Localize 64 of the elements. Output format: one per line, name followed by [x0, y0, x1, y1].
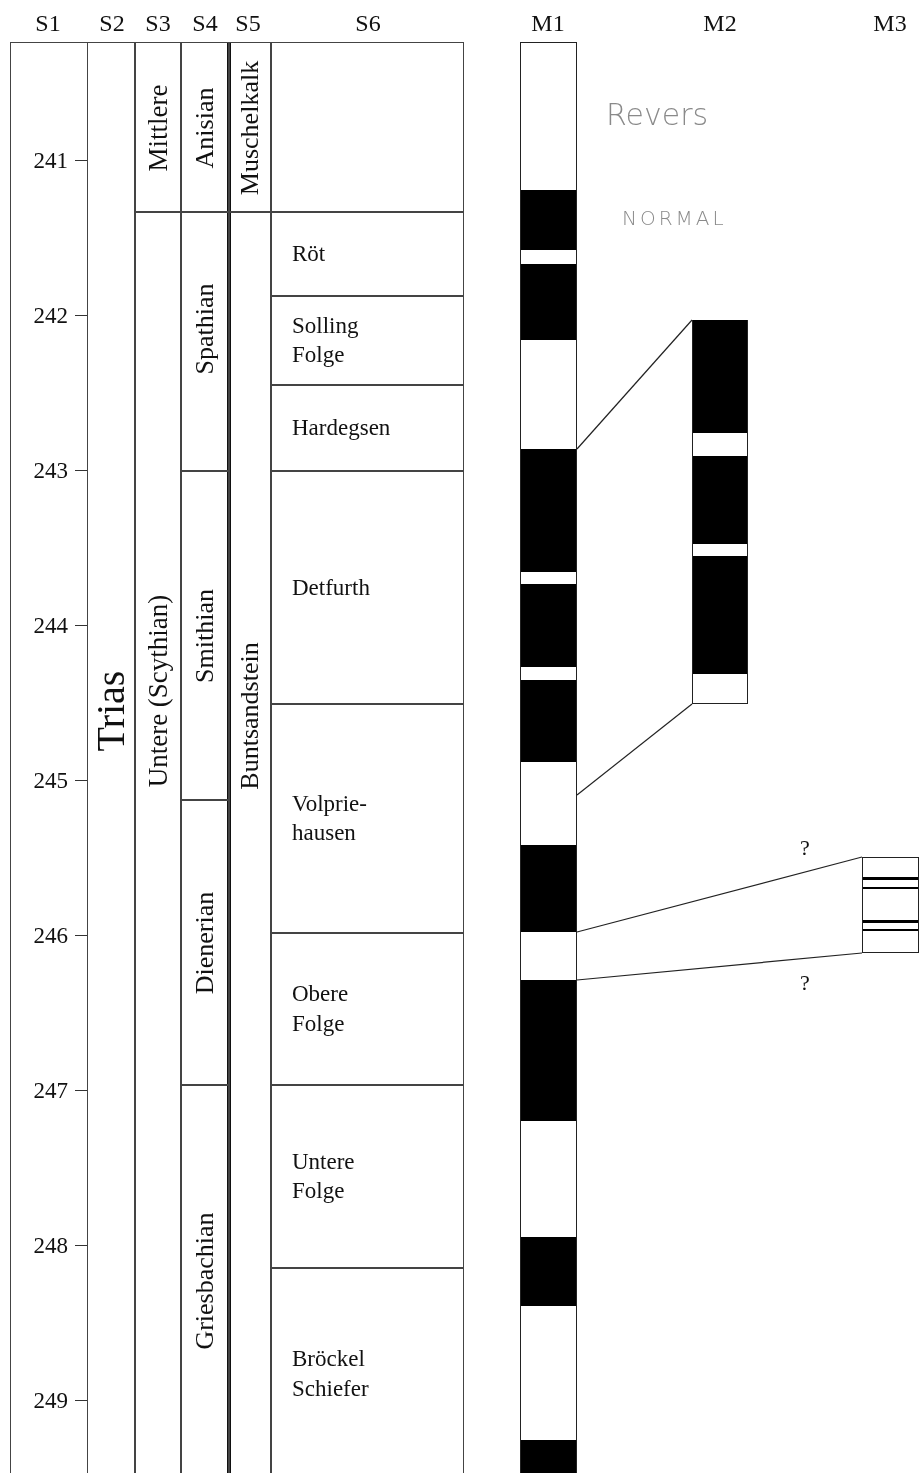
stratigraphic-cell [181, 42, 229, 212]
stratigraphic-cell [135, 42, 181, 212]
stratigraphic-cell [181, 1085, 229, 1473]
stratigraphic-cell [181, 212, 229, 471]
unit-label: Volprie- hausen [292, 789, 367, 848]
stratigraphic-cell [135, 212, 181, 1473]
stratigraphic-cell [271, 471, 464, 704]
stratigraphic-cell [271, 1268, 464, 1473]
handwritten-note: Revers [606, 100, 709, 130]
column-header: M1 [531, 11, 565, 35]
stratigraphic-cell [181, 800, 229, 1085]
stratigraphic-cell [271, 296, 464, 385]
unit-label: Buntsandstein [237, 642, 263, 790]
unit-label: Griesbachian [192, 1212, 218, 1350]
age-label: 248 [33, 1234, 68, 1257]
column-header: S5 [235, 11, 261, 35]
stratigraphic-cell [181, 471, 229, 800]
stratigraphic-cell [271, 933, 464, 1085]
unit-label: Trias [91, 670, 131, 752]
age-label: 249 [33, 1389, 68, 1412]
column-header: M2 [703, 11, 737, 35]
column-header: S4 [192, 11, 218, 35]
polarity-column [862, 857, 919, 953]
unit-label: Solling Folge [292, 311, 359, 370]
age-label: 247 [33, 1079, 68, 1102]
stratigraphic-cell [271, 704, 464, 933]
unit-label: Anisian [192, 87, 218, 169]
correlation-line [576, 856, 863, 933]
polarity-column [520, 42, 577, 1473]
stratigraphic-cell [229, 42, 271, 212]
unit-label: Detfurth [292, 573, 370, 602]
unit-label: Obere Folge [292, 980, 349, 1038]
stratigraphic-cell [271, 42, 464, 212]
unit-label: Hardegsen [292, 414, 391, 443]
unit-label: Mittlere [144, 84, 172, 172]
age-label: 246 [33, 924, 68, 947]
polarity-column [692, 320, 748, 704]
unit-label: Untere Folge [292, 1147, 355, 1206]
unit-label: Muschelkalk [237, 60, 263, 196]
correlation-line [576, 952, 863, 981]
unit-label: Untere (Scythian) [144, 594, 172, 788]
age-label: 242 [33, 304, 68, 327]
correlation-line [576, 703, 693, 796]
age-label: 243 [33, 459, 68, 482]
stratigraphic-cell [87, 42, 135, 1473]
handwritten-note: NORMAL [622, 208, 727, 228]
stratigraphic-cell [271, 1085, 464, 1268]
age-label: 241 [33, 149, 68, 172]
column-header: M3 [873, 11, 907, 35]
age-label: 244 [33, 614, 68, 637]
column-header: S2 [99, 11, 125, 35]
column-header: S6 [355, 11, 381, 35]
column-header: S3 [145, 11, 171, 35]
unit-label: Röt [292, 240, 326, 269]
correlation-line [576, 319, 693, 450]
stratigraphic-cell [229, 212, 271, 1473]
unit-label: Smithian [192, 589, 218, 683]
unit-label: Bröckel Schiefer [292, 1345, 369, 1403]
column-header: S1 [35, 11, 61, 35]
age-label: 245 [33, 769, 68, 792]
stratigraphic-cell [271, 212, 464, 296]
unit-label: Spathian [192, 283, 218, 375]
stratigraphic-cell [271, 385, 464, 471]
unit-label: Dienerian [192, 891, 218, 995]
